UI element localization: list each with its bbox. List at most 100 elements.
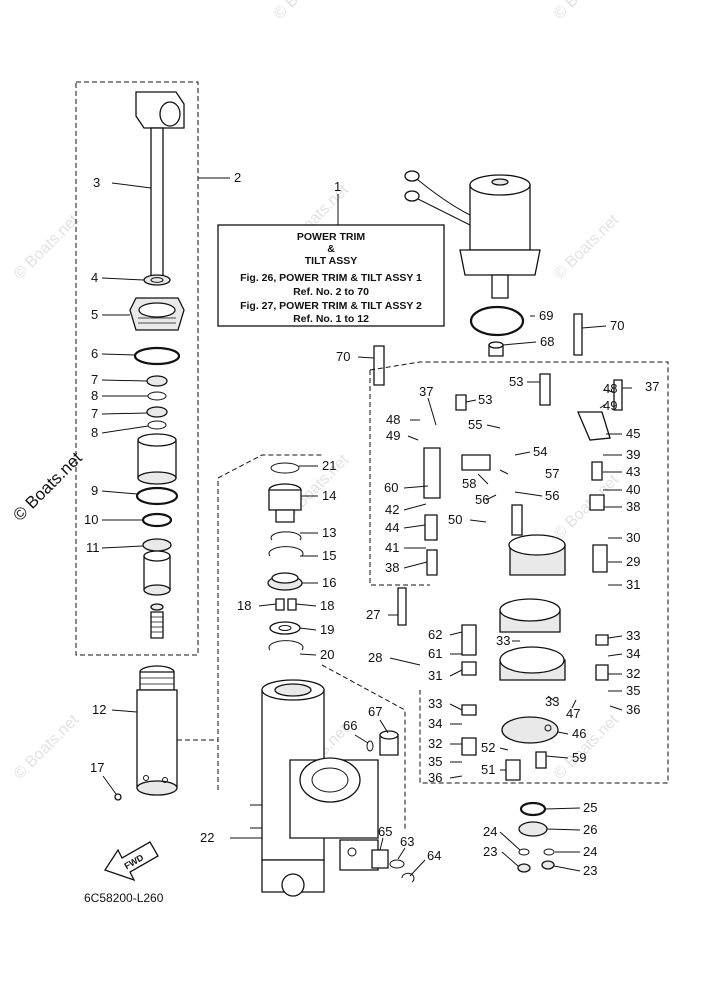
callout-31: 31 xyxy=(626,577,640,592)
tilt-cylinder xyxy=(114,665,218,801)
callout-8: 8 xyxy=(91,388,98,403)
callout-37: 37 xyxy=(645,379,659,394)
caption-fig-2: Fig. 27, POWER TRIM & TILT ASSY 2 xyxy=(240,300,422,312)
callout-51: 51 xyxy=(481,762,495,777)
watermark: © Boats.net xyxy=(271,0,343,23)
callout-63: 63 xyxy=(400,834,414,849)
callout-60: 60 xyxy=(384,480,398,495)
callout-14: 14 xyxy=(322,488,336,503)
callout-54: 54 xyxy=(533,444,547,459)
callout-49: 49 xyxy=(603,398,617,413)
callout-27: 27 xyxy=(366,607,380,622)
pump-assembly xyxy=(397,373,623,781)
caption-title-3: TILT ASSY xyxy=(305,255,358,267)
callout-38: 38 xyxy=(385,560,399,575)
caption-fig-1: Fig. 26, POWER TRIM & TILT ASSY 1 xyxy=(240,272,422,284)
callout-9: 9 xyxy=(91,483,98,498)
callout-69: 69 xyxy=(539,308,553,323)
callout-67: 67 xyxy=(368,704,382,719)
tilt-ram-group xyxy=(75,81,230,656)
callout-36: 36 xyxy=(626,702,640,717)
callout-52: 52 xyxy=(481,740,495,755)
callout-61: 61 xyxy=(428,646,442,661)
callout-55: 55 xyxy=(468,417,482,432)
caption-title-1: POWER TRIM xyxy=(297,231,365,243)
callout-24: 24 xyxy=(483,824,497,839)
callout-56: 56 xyxy=(475,492,489,507)
callout-21: 21 xyxy=(322,458,336,473)
callout-35: 35 xyxy=(626,683,640,698)
callout-23: 23 xyxy=(483,844,497,859)
callout-25: 25 xyxy=(583,800,597,815)
callout-29: 29 xyxy=(626,554,640,569)
callout-6: 6 xyxy=(91,346,98,361)
callout-18: 18 xyxy=(320,598,334,613)
callout-34: 34 xyxy=(428,716,442,731)
callout-33: 33 xyxy=(428,696,442,711)
callout-4: 4 xyxy=(91,270,98,285)
callout-58: 58 xyxy=(462,476,476,491)
callout-64: 64 xyxy=(427,848,441,863)
callout-22: 22 xyxy=(200,830,214,845)
callout-33: 33 xyxy=(626,628,640,643)
callout-15: 15 xyxy=(322,548,336,563)
callout-20: 20 xyxy=(320,647,334,662)
callout-39: 39 xyxy=(626,447,640,462)
callout-12: 12 xyxy=(92,702,106,717)
callout-11: 11 xyxy=(86,540,100,555)
callout-50: 50 xyxy=(448,512,462,527)
callout-3: 3 xyxy=(93,175,100,190)
callout-30: 30 xyxy=(626,530,640,545)
callout-49: 49 xyxy=(386,428,400,443)
callout-31: 31 xyxy=(428,668,442,683)
callout-28: 28 xyxy=(368,650,382,665)
title-box: POWER TRIM & TILT ASSY Fig. 26, POWER TR… xyxy=(217,194,445,327)
callout-66: 66 xyxy=(343,718,357,733)
callout-56: 56 xyxy=(545,488,559,503)
callout-17: 17 xyxy=(90,760,104,775)
callout-46: 46 xyxy=(572,726,586,741)
callout-42: 42 xyxy=(385,502,399,517)
callout-8: 8 xyxy=(91,425,98,440)
callout-43: 43 xyxy=(626,464,640,479)
watermark: © Boats.net xyxy=(551,0,623,23)
callout-57: 57 xyxy=(545,466,559,481)
callout-24: 24 xyxy=(583,844,597,859)
callout-44: 44 xyxy=(385,520,399,535)
callout-32: 32 xyxy=(626,666,640,681)
callout-36: 36 xyxy=(428,770,442,785)
callout-26: 26 xyxy=(583,822,597,837)
seals xyxy=(517,801,555,873)
watermark: © Boats.net xyxy=(551,711,623,783)
callout-45: 45 xyxy=(626,426,640,441)
fwd-arrow: FWD xyxy=(104,841,159,882)
callout-53: 53 xyxy=(509,374,523,389)
callout-33: 33 xyxy=(496,633,510,648)
callout-7: 7 xyxy=(91,406,98,421)
callout-40: 40 xyxy=(626,482,640,497)
caption-ref-2: Ref. No. 1 to 12 xyxy=(293,313,369,325)
callout-7: 7 xyxy=(91,372,98,387)
callout-35: 35 xyxy=(428,754,442,769)
caption-ref-1: Ref. No. 2 to 70 xyxy=(293,286,369,298)
callout-32: 32 xyxy=(428,736,442,751)
callout-53: 53 xyxy=(478,392,492,407)
callout-labels: 1 2 3 4 5 6 7 8 7 8 9 10 11 12 17 21 14 … xyxy=(84,170,659,878)
leader-lines xyxy=(101,182,632,877)
motor-o-ring xyxy=(469,305,525,337)
callout-19: 19 xyxy=(320,622,334,637)
callout-68: 68 xyxy=(540,334,554,349)
callout-1: 1 xyxy=(334,179,341,194)
watermark: © Boats.net xyxy=(9,448,86,525)
callout-37: 37 xyxy=(419,384,433,399)
caption-title-2: & xyxy=(327,243,335,255)
callout-34: 34 xyxy=(626,646,640,661)
callout-48: 48 xyxy=(386,412,400,427)
trim-housing xyxy=(250,664,406,897)
callout-70: 70 xyxy=(336,349,350,364)
middle-parts xyxy=(267,462,304,651)
callout-47: 47 xyxy=(566,706,580,721)
callout-59: 59 xyxy=(572,750,586,765)
callout-18: 18 xyxy=(237,598,251,613)
